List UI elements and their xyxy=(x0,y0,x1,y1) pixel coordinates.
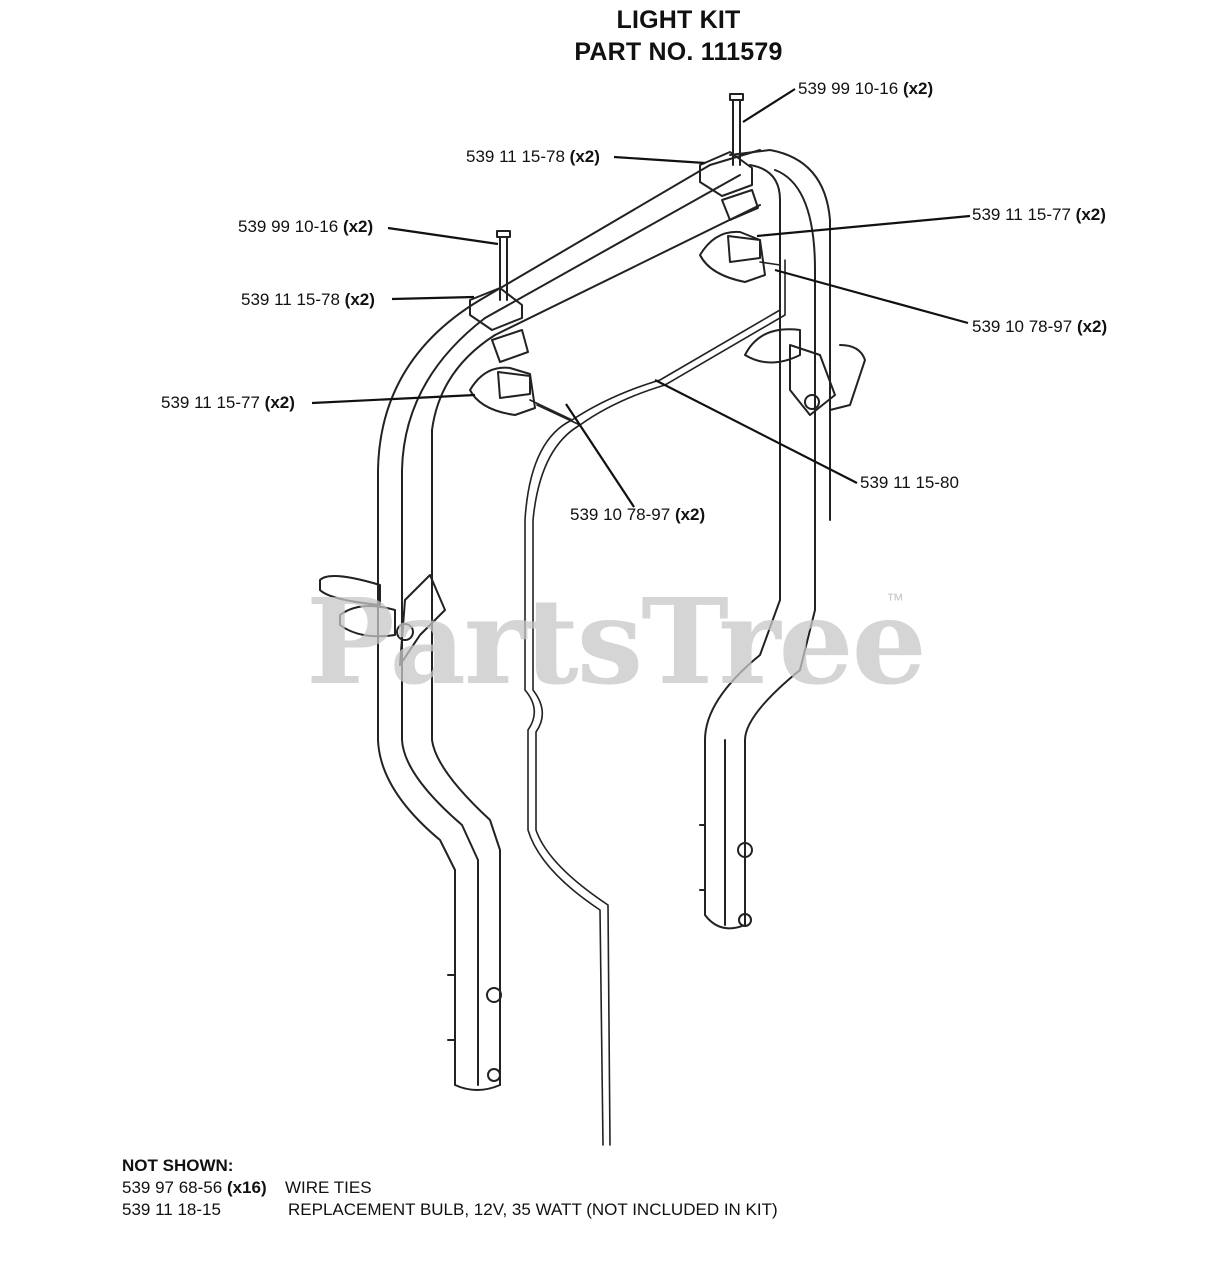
diagram-title: LIGHT KIT xyxy=(616,6,741,34)
left-handle xyxy=(319,574,446,666)
callout-bolt-left: 539 99 10-16 (x2) xyxy=(238,217,374,236)
callout-wire-harness: 539 11 15-80 xyxy=(860,473,959,492)
not-shown-item: 539 11 18-15 REPLACEMENT BULB, 12V, 35 W… xyxy=(122,1200,778,1219)
left-lamp xyxy=(469,366,536,416)
not-shown-header: NOT SHOWN: xyxy=(122,1156,234,1175)
callout-bracket-top: 539 11 15-78 (x2) xyxy=(466,147,600,166)
callout-nut-left: 539 10 78-97 (x2) xyxy=(570,505,706,524)
right-lamp xyxy=(699,230,766,283)
watermark: PartsTree xyxy=(306,572,927,711)
right-handle xyxy=(744,328,866,416)
callout-lamp-left: 539 11 15-77 (x2) xyxy=(161,393,295,412)
diagram-part-number: PART NO. 111579 xyxy=(574,38,783,66)
callout-bolt-top: 539 99 10-16 (x2) xyxy=(798,79,934,98)
not-shown-list: NOT SHOWN: 539 97 68-56 (x16) WIRE TIES … xyxy=(122,1155,778,1221)
bolts xyxy=(496,93,744,301)
right-upright-tube xyxy=(704,149,831,930)
leg-pins xyxy=(447,824,753,1082)
watermark-trademark: ™ xyxy=(886,590,904,610)
leader-lines xyxy=(311,88,971,508)
cross-tube xyxy=(479,149,761,336)
callout-bracket-left: 539 11 15-78 (x2) xyxy=(241,290,375,309)
not-shown-item: 539 97 68-56 (x16) WIRE TIES xyxy=(122,1178,372,1197)
callout-lamp-right: 539 11 15-77 (x2) xyxy=(972,205,1106,224)
left-upright-tube xyxy=(377,299,501,1091)
top-brackets xyxy=(469,151,759,363)
callout-nut-right: 539 10 78-97 (x2) xyxy=(972,317,1108,336)
